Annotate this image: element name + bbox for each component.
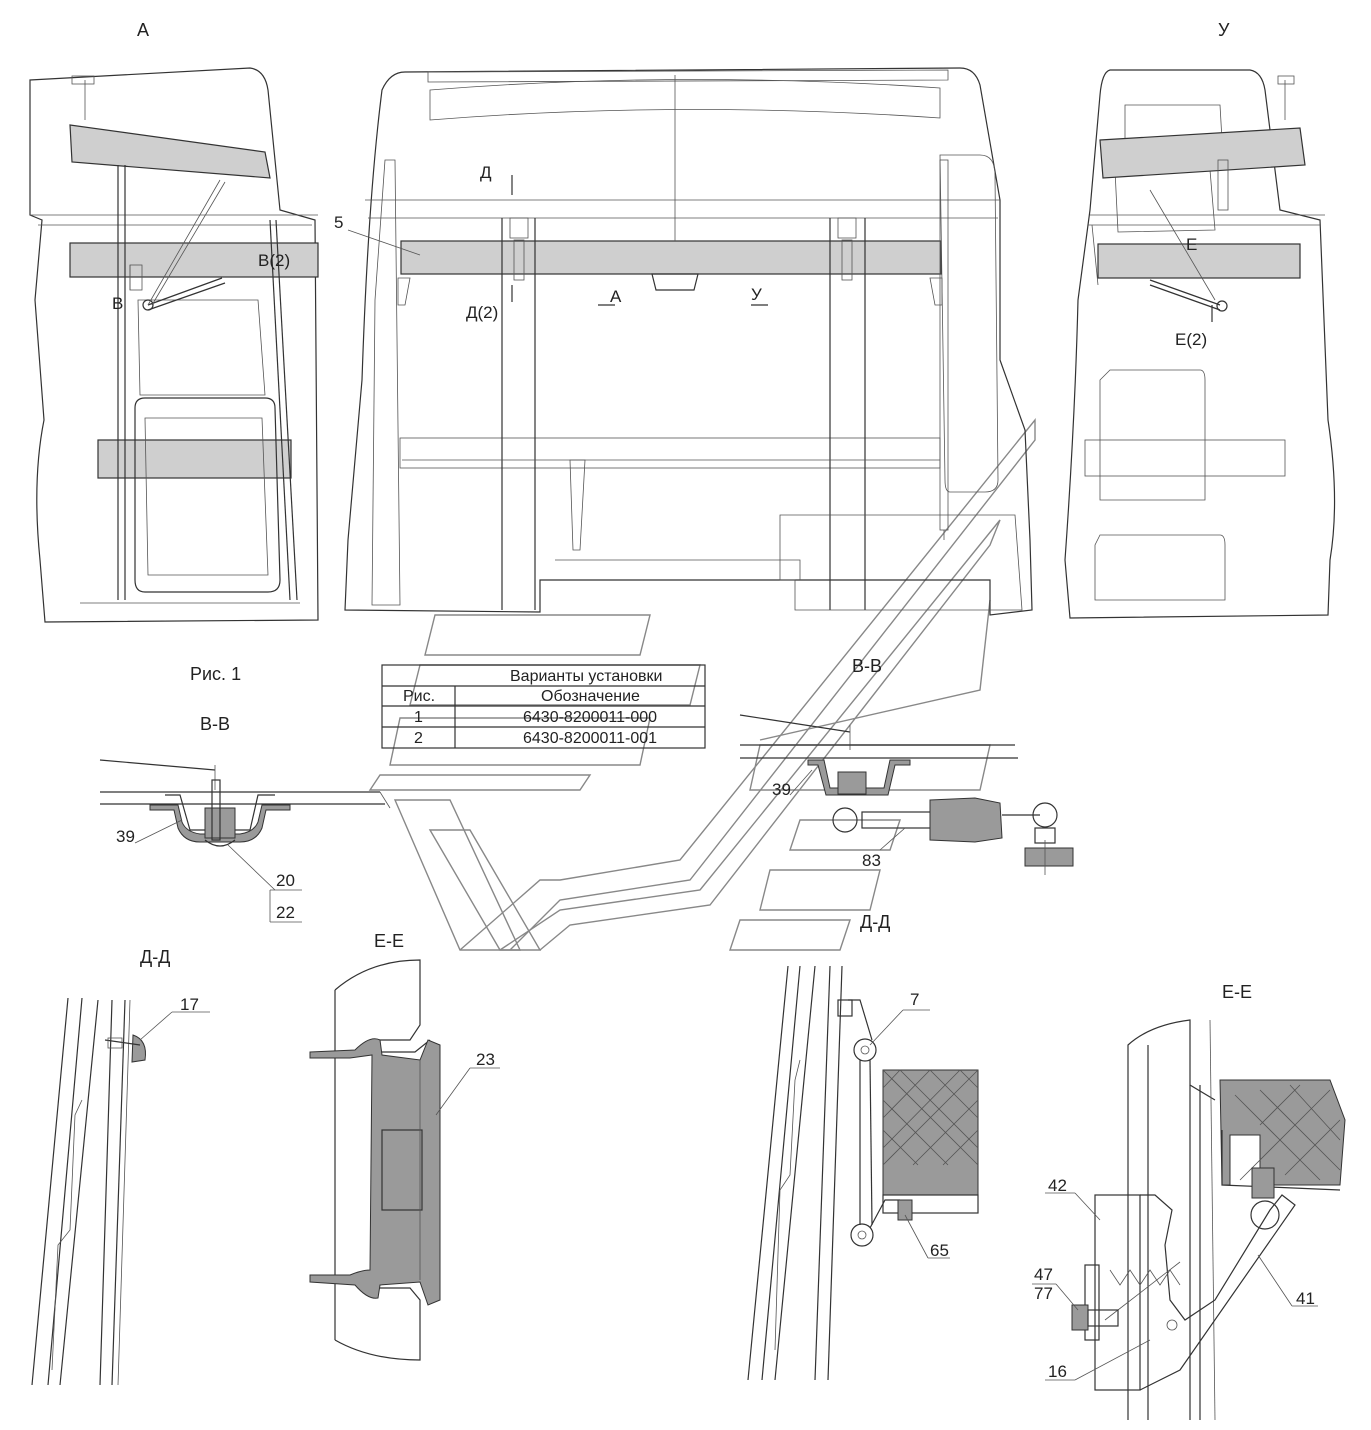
marker-e: Е	[1186, 235, 1197, 254]
leader-20	[227, 844, 276, 891]
section-dd-left-drawing	[31, 997, 146, 1386]
section-ee-right-drawing	[1071, 1019, 1346, 1421]
section-dd-right-drawing	[747, 965, 979, 1381]
table-cell-fig: 2	[414, 730, 423, 747]
marker-u: У	[751, 285, 762, 304]
callout-22: 22	[276, 903, 295, 922]
leader-65	[904, 1214, 929, 1259]
table-cell-fig: 1	[414, 709, 423, 726]
view-u-label: У	[1218, 20, 1230, 40]
section-dd-left-title: Д-Д	[140, 947, 170, 967]
view-u-drawing	[1064, 69, 1336, 619]
watermark-logo	[368, 418, 1036, 951]
section-ee-left-drawing	[309, 959, 441, 1361]
callout-7: 7	[910, 990, 919, 1009]
view-a-drawing	[29, 67, 319, 623]
section-vv-right-drawing	[739, 714, 1074, 875]
marker-v: В	[112, 294, 123, 313]
table-header-designation: Обозначение	[541, 688, 640, 705]
callout-47: 47	[1034, 1265, 1053, 1284]
marker-e2: Е(2)	[1175, 330, 1207, 349]
callout-65: 65	[930, 1241, 949, 1260]
marker-v2: В(2)	[258, 251, 290, 270]
callout-77: 77	[1034, 1284, 1053, 1303]
leader-39-left	[134, 819, 183, 844]
figure-caption: Рис. 1	[190, 664, 241, 684]
leader-39-right	[789, 769, 813, 796]
section-dd-right-title: Д-Д	[860, 912, 890, 932]
callout-17: 17	[180, 995, 199, 1014]
leader-17	[139, 1011, 173, 1041]
installation-variants-table: Варианты установки Рис. Обозначение 1 64…	[381, 664, 706, 749]
marker-a: А	[610, 287, 622, 306]
section-vv-right-title: В-В	[852, 656, 882, 676]
marker-d2: Д(2)	[466, 303, 498, 322]
callout-42: 42	[1048, 1176, 1067, 1195]
leader-5	[347, 229, 421, 256]
callout-20: 20	[276, 871, 295, 890]
callout-5: 5	[334, 213, 343, 232]
section-vv-left-drawing	[99, 759, 391, 847]
callout-23: 23	[476, 1050, 495, 1069]
section-ee-left-title: Е-Е	[374, 931, 404, 951]
section-ee-right-title: Е-Е	[1222, 982, 1252, 1002]
rear-view-drawing	[344, 67, 1033, 616]
callout-83: 83	[862, 851, 881, 870]
table-header-fig: Рис.	[403, 688, 435, 705]
section-vv-left-title: В-В	[200, 714, 230, 734]
leader-16	[1074, 1339, 1151, 1381]
callout-39-left: 39	[116, 827, 135, 846]
callout-41: 41	[1296, 1289, 1315, 1308]
view-a-label: А	[137, 20, 149, 40]
table-cell-designation: 6430-8200011-000	[523, 709, 657, 726]
table-cell-designation: 6430-8200011-001	[523, 730, 657, 747]
marker-d: Д	[480, 163, 492, 182]
leader-42	[1074, 1192, 1101, 1221]
leader-83	[879, 827, 906, 851]
table-title: Варианты установки	[510, 668, 662, 685]
callout-16: 16	[1048, 1362, 1067, 1381]
leader-7	[869, 1009, 904, 1046]
leader-23	[435, 1067, 471, 1116]
callout-39-right: 39	[772, 780, 791, 799]
leader-41	[1257, 1254, 1293, 1307]
leader-47-77	[1055, 1283, 1079, 1311]
